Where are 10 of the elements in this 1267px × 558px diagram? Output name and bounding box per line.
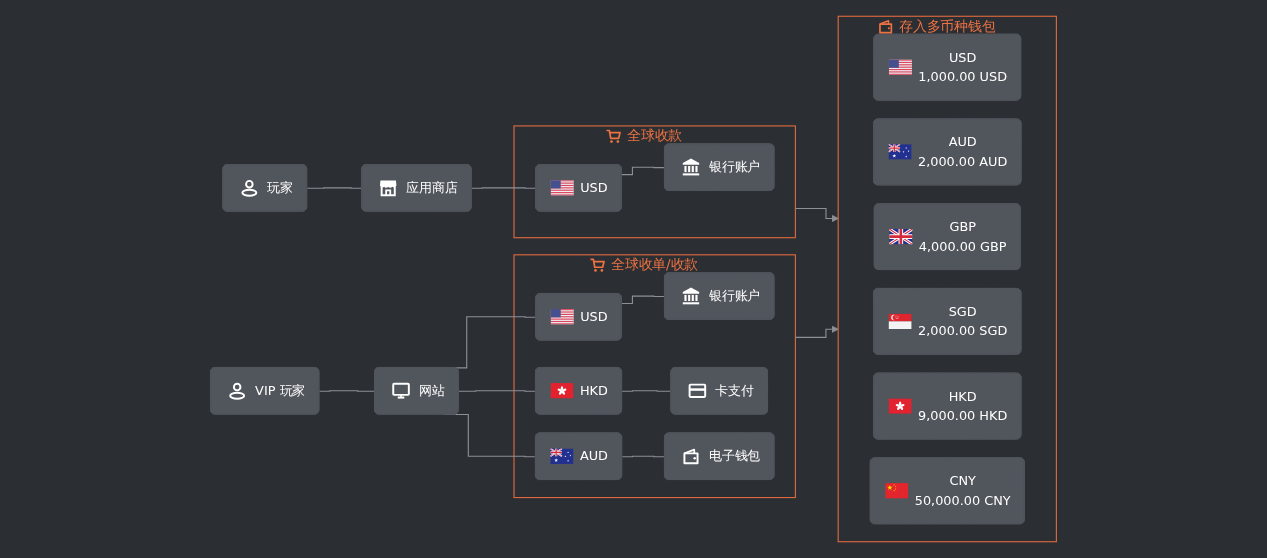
connector xyxy=(621,455,666,458)
connector xyxy=(318,390,376,392)
arrow xyxy=(794,207,839,223)
connector xyxy=(306,187,363,189)
connector xyxy=(621,390,672,392)
connector xyxy=(621,295,666,305)
connector xyxy=(471,187,537,189)
connector xyxy=(458,390,537,392)
arrow xyxy=(794,325,839,338)
connector xyxy=(621,166,666,176)
